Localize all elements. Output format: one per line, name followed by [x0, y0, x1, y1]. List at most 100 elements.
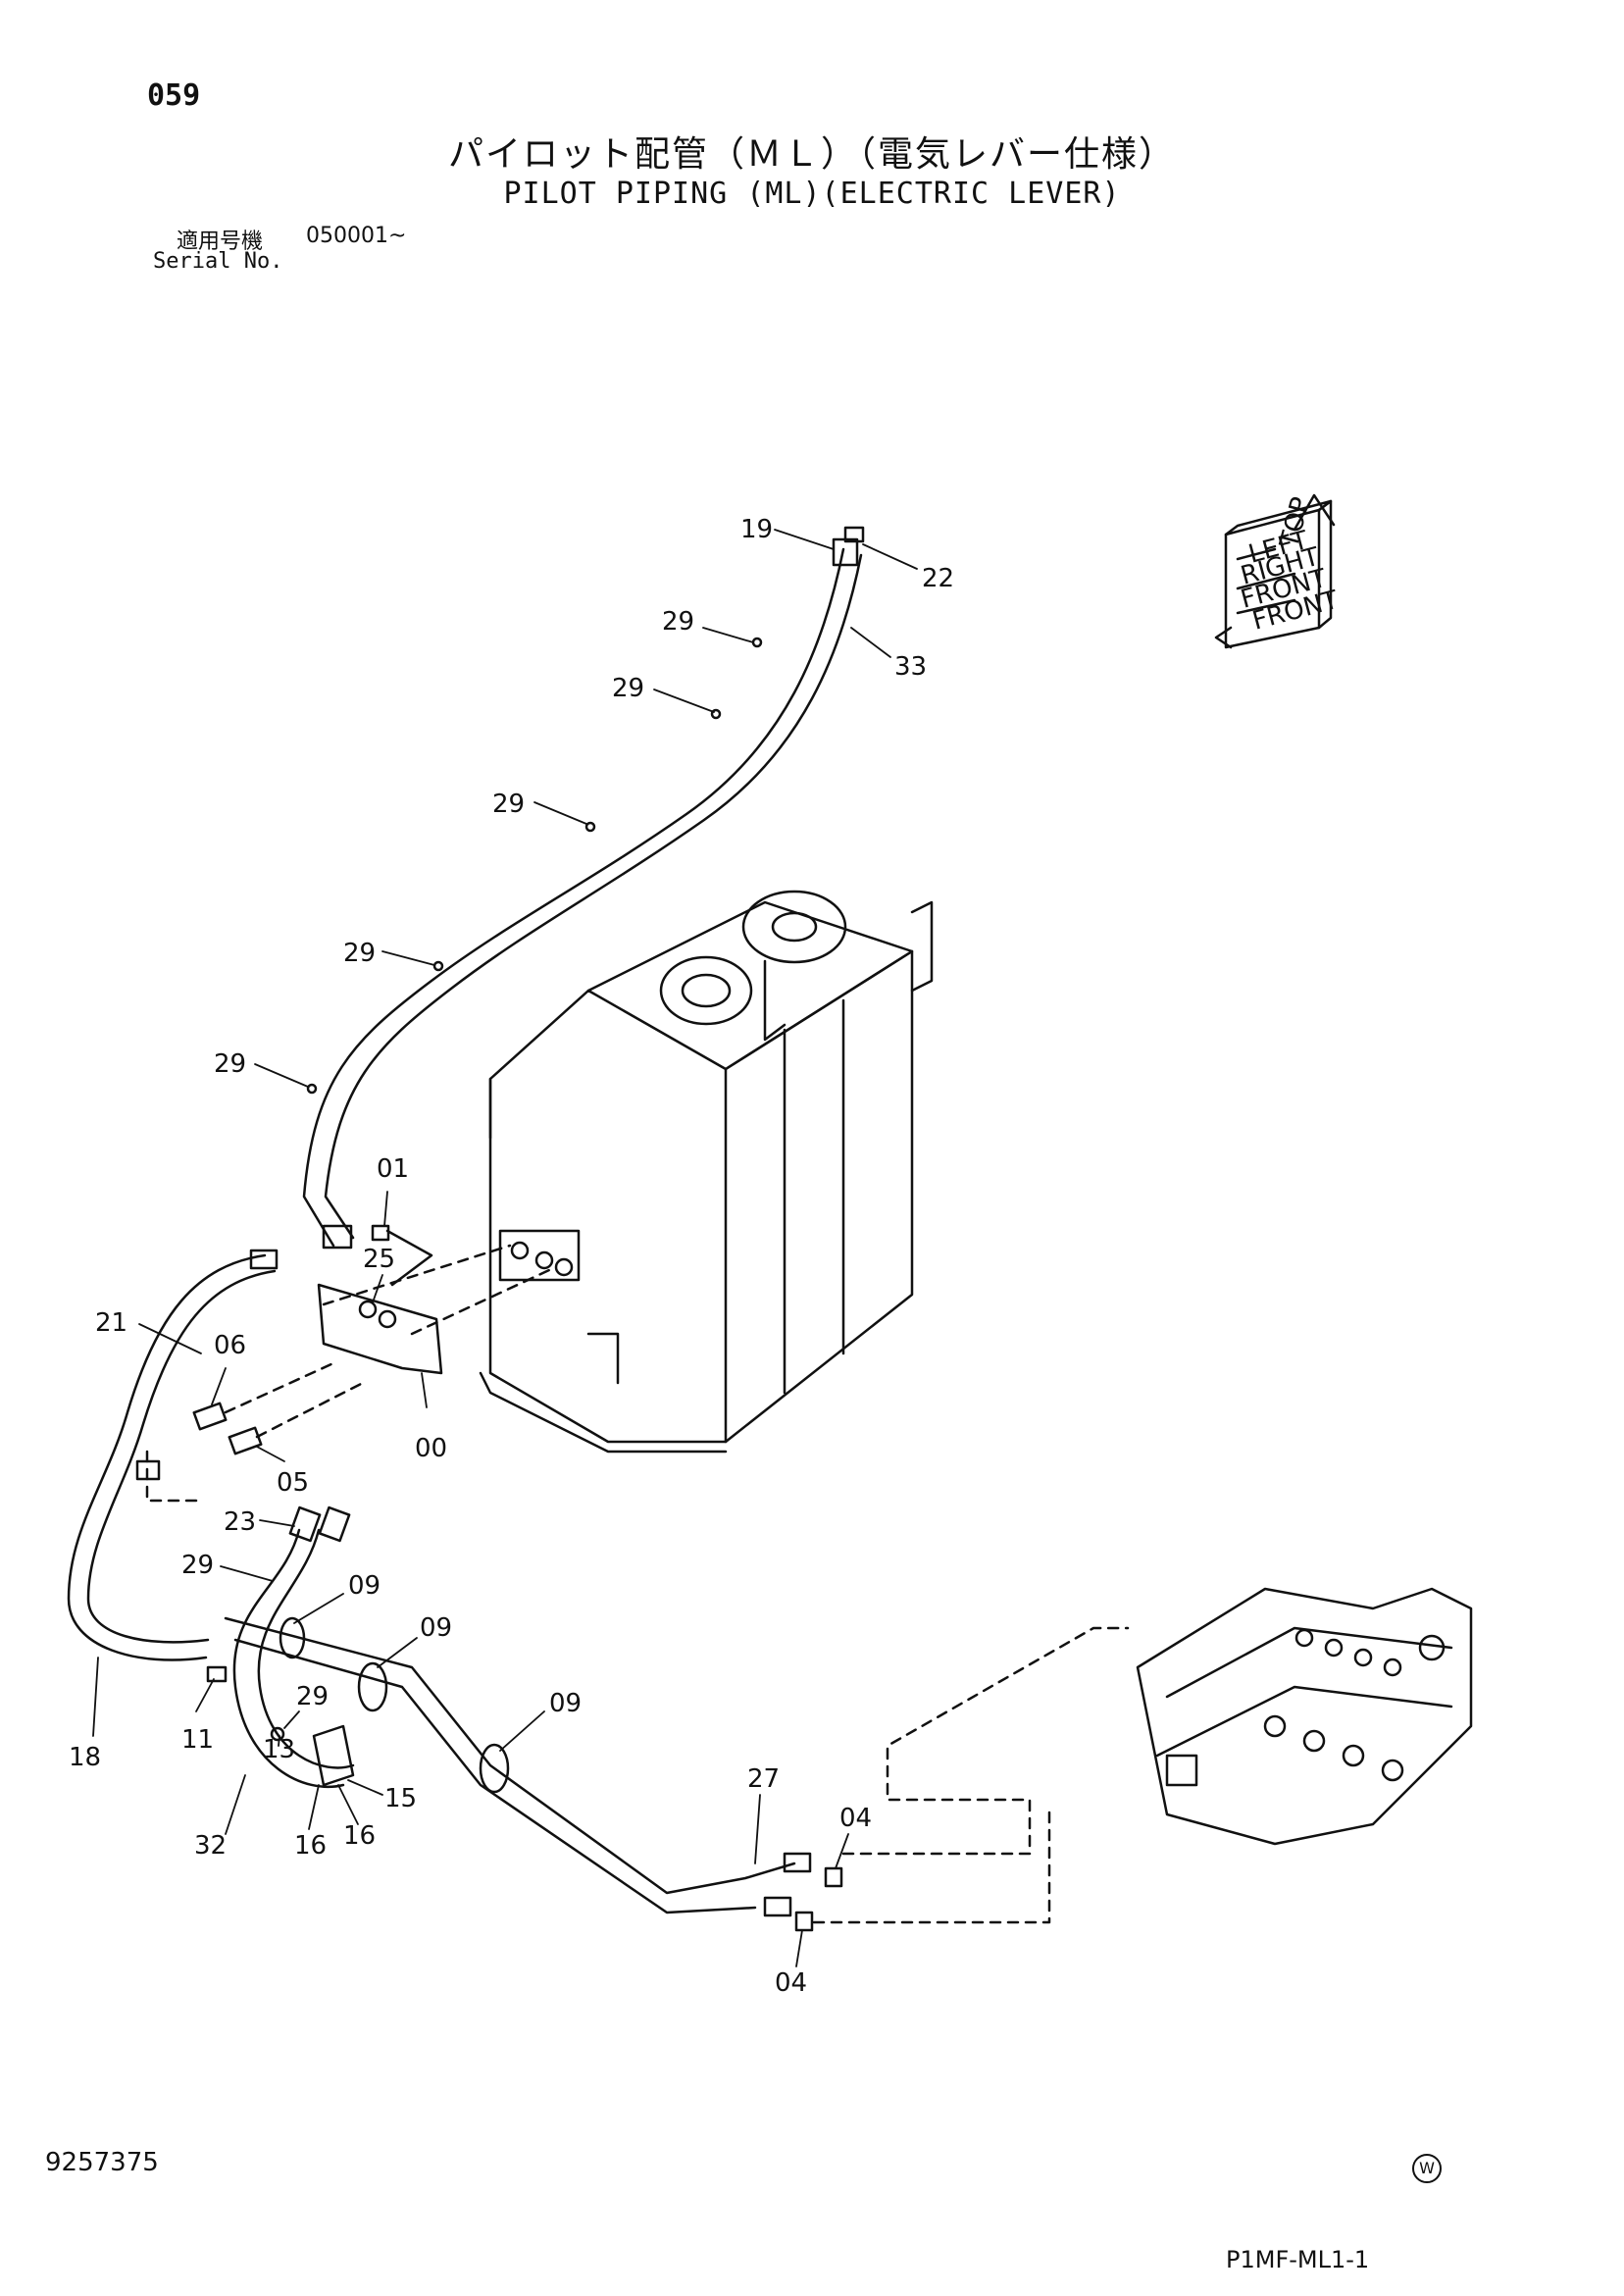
leader-01	[383, 1191, 388, 1227]
leader-29b	[653, 689, 715, 713]
callout-29: 29	[492, 790, 525, 819]
pipe-27-lower	[233, 1638, 757, 1914]
fitting-04-lower	[794, 1911, 814, 1932]
callout-04: 04	[775, 1968, 807, 1998]
leader-29a	[702, 627, 754, 643]
tank-port-3	[554, 1257, 574, 1277]
fitting-27-end	[783, 1852, 812, 1873]
figure-code: P1MF-ML1-1	[1226, 2246, 1370, 2273]
callout-16: 16	[294, 1831, 327, 1861]
callout-29: 29	[296, 1682, 329, 1711]
orientation-badge	[1214, 493, 1336, 649]
leader-21	[138, 1323, 202, 1354]
callout-33: 33	[894, 652, 927, 682]
leader-16b	[337, 1784, 359, 1825]
leader-16a	[308, 1784, 320, 1830]
callout-32: 32	[194, 1831, 227, 1861]
dashed-connections	[145, 1244, 1130, 1924]
badge-side-face	[1317, 499, 1333, 630]
fitting-04-upper	[824, 1866, 843, 1888]
page-number: 059	[147, 78, 201, 113]
hose-21-outer	[67, 1253, 267, 1661]
leader-04a	[835, 1833, 849, 1869]
tank-front-face	[488, 989, 728, 1444]
serial-value: 050001~	[306, 224, 407, 248]
upper-fitting-19	[832, 537, 859, 567]
leader-09a	[293, 1593, 344, 1624]
fitting-23-2	[318, 1505, 351, 1543]
leader-33	[850, 627, 891, 658]
valve-spool-2	[1302, 1729, 1326, 1753]
leader-00	[421, 1372, 428, 1408]
callout-labels: 19 22 29 33 29 29 29 29 01 25 21 06 00 0…	[69, 515, 954, 1998]
leader-25	[372, 1274, 383, 1303]
leader-06	[211, 1367, 227, 1405]
badge-up-arrow	[1293, 493, 1336, 532]
fitting-01-leader	[385, 1229, 433, 1287]
callout-01: 01	[377, 1154, 409, 1184]
leader-19	[774, 529, 835, 550]
clamp-29-3	[584, 821, 596, 833]
callout-09: 09	[348, 1571, 381, 1601]
tank-bracket-top	[910, 900, 934, 993]
hydraulic-tank	[479, 890, 934, 1454]
orientation-badge-labels: LEFT RIGHT FRONT FRONT TOP	[1238, 494, 1342, 637]
valve-port-2	[1324, 1638, 1344, 1658]
callout-22: 22	[922, 564, 954, 593]
w-mark-icon: W	[1412, 2154, 1442, 2183]
upper-hose-assembly	[302, 526, 865, 1250]
fitting-25-2	[378, 1309, 397, 1329]
callout-29: 29	[343, 939, 376, 968]
valve-body	[1136, 1587, 1473, 1846]
upper-fitting-22	[843, 526, 865, 543]
leader-29d	[381, 950, 435, 966]
leader-27	[754, 1794, 761, 1864]
callout-11: 11	[181, 1725, 214, 1755]
fitting-13	[270, 1726, 285, 1742]
tank-port-block	[498, 1229, 581, 1282]
callout-18: 18	[69, 1743, 101, 1772]
badge-line-1	[1236, 547, 1277, 561]
leader-29g	[283, 1710, 300, 1729]
callout-25: 25	[363, 1245, 395, 1274]
dash-switch-06	[224, 1361, 335, 1414]
callout-29: 29	[181, 1551, 214, 1580]
leader-04b	[795, 1929, 803, 1967]
callout-09: 09	[549, 1689, 582, 1718]
callout-05: 05	[277, 1468, 309, 1498]
dash-bracket-to-tank-2	[410, 1268, 551, 1336]
badge-left-arrow	[1214, 626, 1233, 649]
valve-port-1	[1294, 1628, 1314, 1648]
fitting-27-end-2	[763, 1896, 792, 1917]
clamp-09-3	[479, 1743, 510, 1794]
leader-05	[256, 1446, 285, 1462]
fitting-25-1	[358, 1300, 378, 1319]
callout-29: 29	[662, 607, 694, 637]
plate-15	[312, 1724, 355, 1787]
valve-line-1	[1165, 1626, 1453, 1699]
valve-spool-4	[1381, 1759, 1404, 1782]
callout-00: 00	[415, 1434, 447, 1463]
callout-09: 09	[420, 1613, 452, 1643]
dash-loop-link	[145, 1450, 198, 1503]
callout-13: 13	[263, 1735, 295, 1764]
tank-neck	[763, 959, 787, 1042]
tank-cover-plate-2	[741, 890, 847, 964]
tank-lower-bracket	[586, 1332, 620, 1385]
title-japanese: パイロット配管（ＭＬ）（電気レバー仕様）	[447, 134, 1176, 175]
leader-22	[862, 543, 918, 570]
callout-29: 29	[214, 1049, 246, 1079]
hose-32-outer	[232, 1528, 345, 1789]
badge-line-3	[1236, 598, 1296, 615]
hose-21-fitting-top	[249, 1249, 279, 1270]
bracket-00	[317, 1283, 443, 1375]
callout-04: 04	[839, 1804, 872, 1833]
callout-19: 19	[740, 515, 773, 544]
clamp-29-5	[306, 1083, 318, 1095]
dash-to-valve-2	[812, 1803, 1051, 1924]
pipe-27-upper	[224, 1616, 796, 1895]
tank-cover-inner-1	[681, 973, 732, 1008]
leader-15	[347, 1779, 383, 1796]
leader-29e	[254, 1063, 309, 1088]
